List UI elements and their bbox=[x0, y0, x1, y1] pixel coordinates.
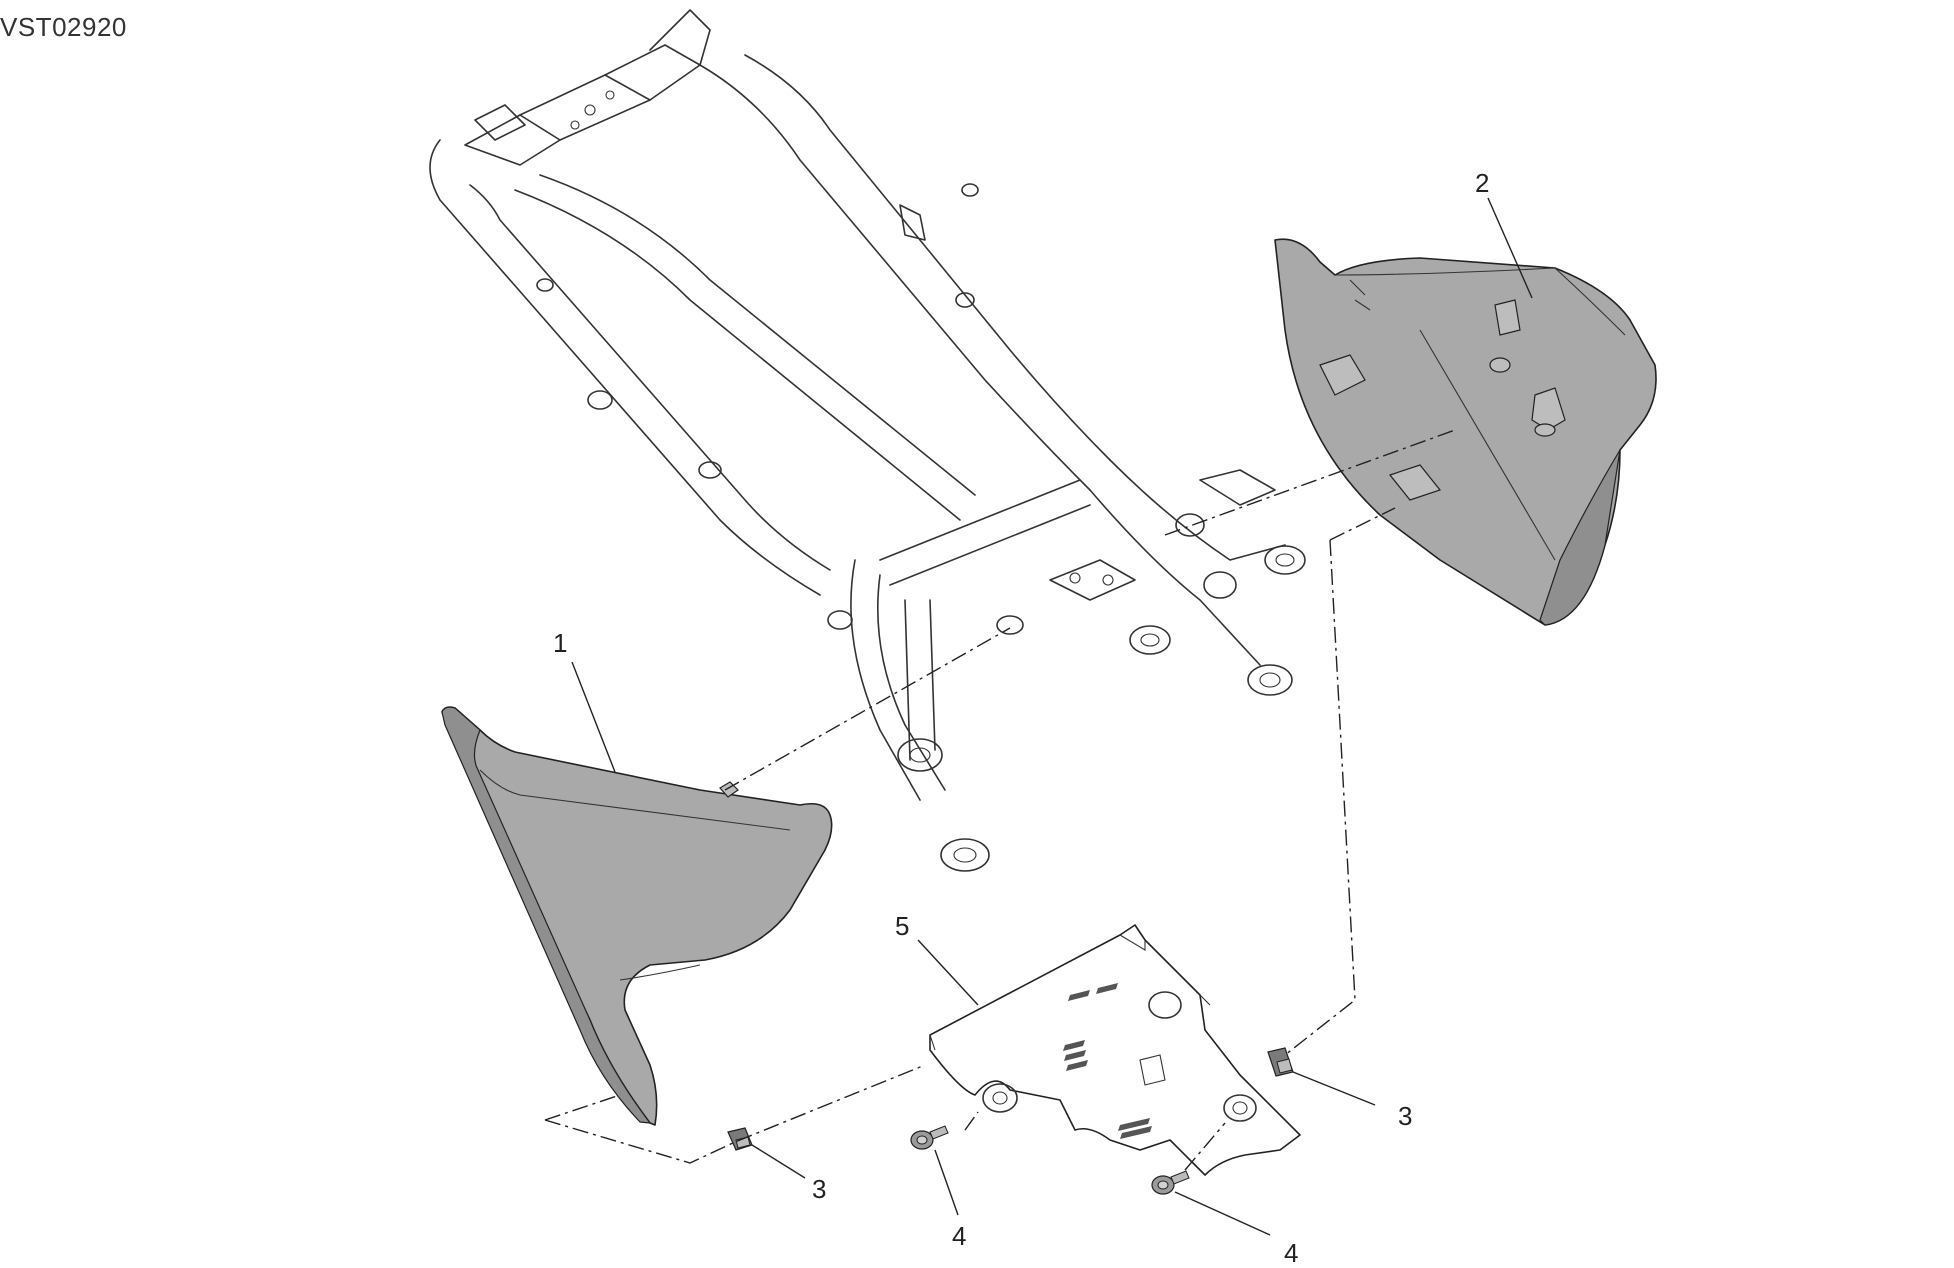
leader-2 bbox=[1487, 197, 1533, 299]
part-4-screw-right bbox=[1151, 1170, 1190, 1195]
rear-subframe bbox=[429, 9, 1306, 872]
part-3-clip-right bbox=[1267, 1047, 1294, 1077]
leader-3-left bbox=[751, 1144, 806, 1179]
callout-5: 5 bbox=[895, 911, 909, 941]
callout-4-right: 4 bbox=[1284, 1238, 1298, 1268]
part-2-panel-body bbox=[1274, 238, 1657, 626]
part-5-guard-body bbox=[929, 924, 1301, 1176]
document-code: VST02920 bbox=[0, 12, 127, 42]
part-3-clip-left bbox=[727, 1127, 753, 1151]
callout-leaders bbox=[571, 197, 1533, 1236]
assembly-lines bbox=[544, 429, 1456, 1171]
leader-1 bbox=[571, 661, 616, 773]
leader-5 bbox=[917, 939, 979, 1006]
part-1-panel-body bbox=[441, 706, 833, 1126]
callout-4-left: 4 bbox=[952, 1221, 966, 1251]
callout-3-right: 3 bbox=[1398, 1101, 1412, 1131]
part-1-left-side-cover bbox=[441, 706, 833, 1126]
leader-4-right bbox=[1174, 1191, 1271, 1236]
part-2-right-side-cover bbox=[1274, 238, 1657, 626]
leader-3-right bbox=[1292, 1071, 1376, 1106]
callout-2: 2 bbox=[1475, 168, 1489, 198]
callout-3-left: 3 bbox=[812, 1174, 826, 1204]
callout-1: 1 bbox=[553, 628, 567, 658]
part-5-lower-guard bbox=[929, 924, 1301, 1176]
part-4-screw-left bbox=[910, 1125, 949, 1150]
leader-4-left bbox=[934, 1149, 959, 1216]
